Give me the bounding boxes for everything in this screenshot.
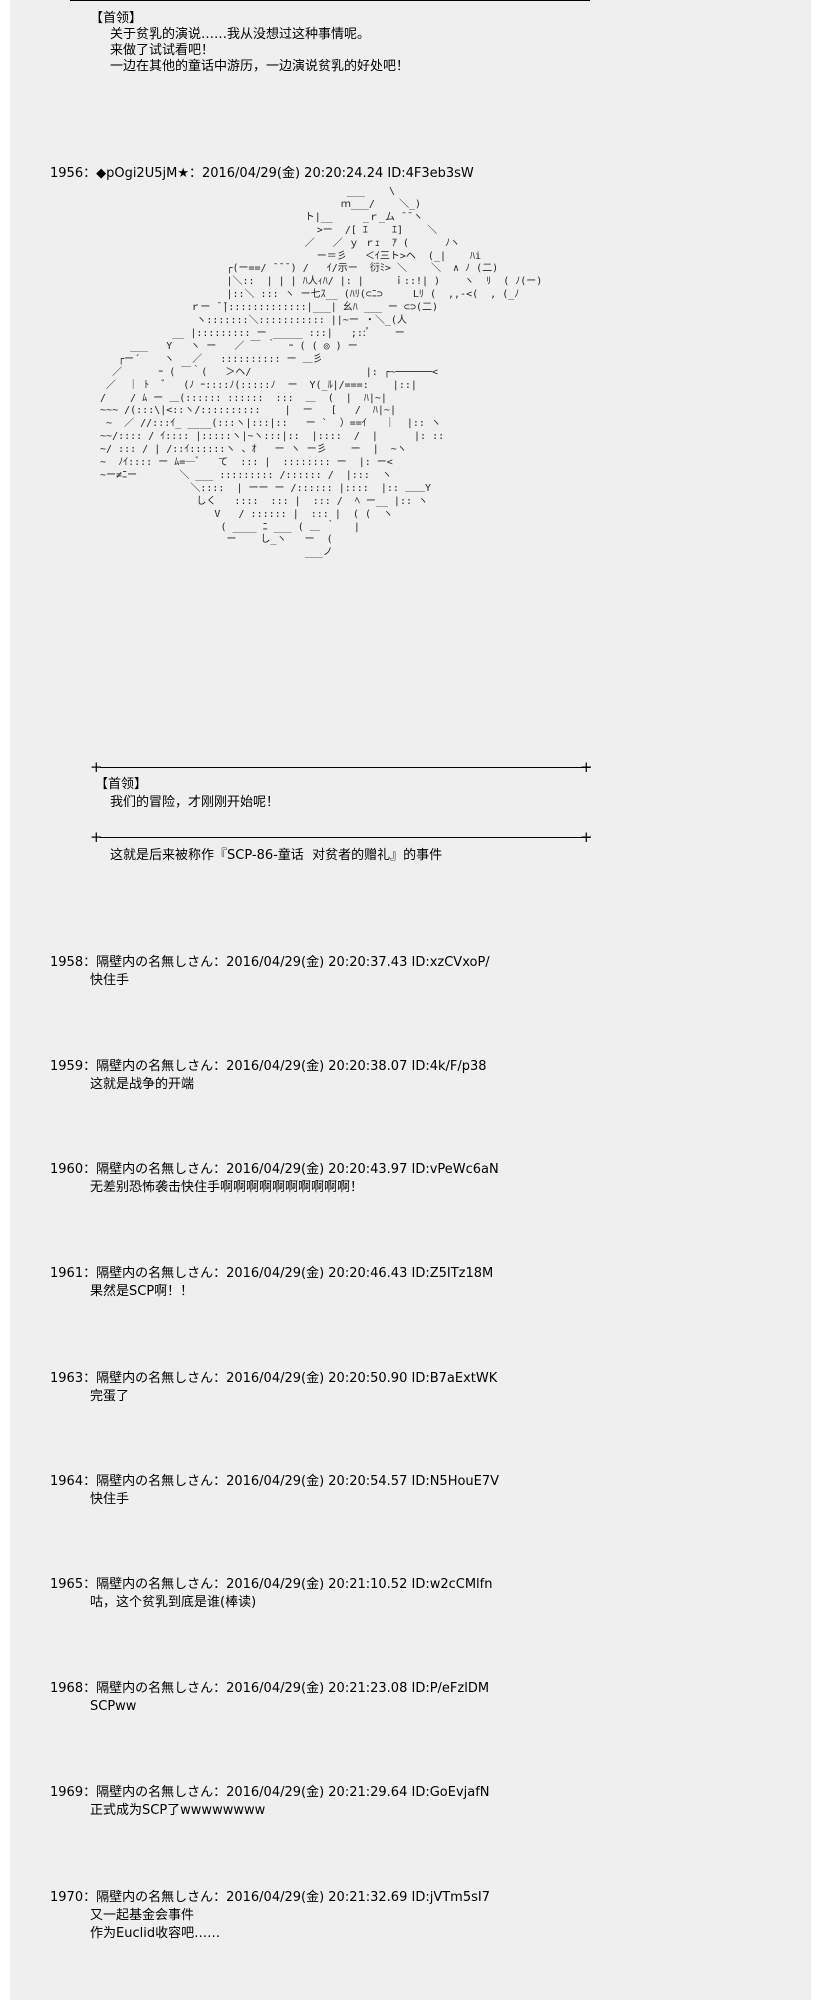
speaker-name: 【首领】	[95, 777, 148, 792]
post-header: 1964：隔壁内の名無しさん：2016/04/29(金) 20:20:54.57…	[50, 1474, 500, 1489]
post-header: 1969：隔壁内の名無しさん：2016/04/29(金) 20:21:29.64…	[50, 1785, 490, 1800]
rule-cross-right: +	[580, 758, 593, 776]
post-body: 完蛋了	[90, 1389, 130, 1404]
post-body: 快住手	[90, 1492, 130, 1507]
post-header: 1958：隔壁内の名無しさん：2016/04/29(金) 20:20:37.43…	[50, 955, 490, 970]
post-body: 果然是SCP啊！！	[90, 1284, 194, 1299]
post-body: 作为Euclid收容吧……	[90, 1926, 221, 1941]
rule-cross-right: +	[580, 828, 593, 846]
thread-page: 【首领】 关于贫乳的演说……我从没想过这种事情呢。 来做了试试看吧！ 一边在其他…	[10, 0, 811, 2000]
speech-line: 我们的冒险，才刚刚开始呢！	[110, 795, 280, 810]
post-body: 咕，这个贫乳到底是谁(棒读)	[90, 1595, 257, 1610]
post-body: 这就是战争的开端	[90, 1077, 195, 1092]
post-body: 无差别恐怖袭击快住手啊啊啊啊啊啊啊啊啊啊！	[90, 1180, 364, 1195]
speech-line: 来做了试试看吧！	[110, 43, 215, 58]
post-body: SCPww	[90, 1699, 137, 1714]
post-header: 1956：◆pOgi2U5jM★：2016/04/29(金) 20:20:24.…	[50, 166, 474, 181]
post-body: 正式成为SCP了wwwwwwww	[90, 1803, 266, 1818]
rule-cross-left: +	[90, 828, 103, 846]
post-header: 1965：隔壁内の名無しさん：2016/04/29(金) 20:21:10.52…	[50, 1577, 493, 1592]
post-header: 1968：隔壁内の名無しさん：2016/04/29(金) 20:21:23.08…	[50, 1681, 490, 1696]
post-header: 1960：隔壁内の名無しさん：2016/04/29(金) 20:20:43.97…	[50, 1162, 499, 1177]
post-header: 1970：隔壁内の名無しさん：2016/04/29(金) 20:21:32.69…	[50, 1890, 490, 1905]
rule-cross-left: +	[90, 758, 103, 776]
speech-line: 关于贫乳的演说……我从没想过这种事情呢。	[110, 27, 371, 42]
post-header: 1961：隔壁内の名無しさん：2016/04/29(金) 20:20:46.43…	[50, 1266, 494, 1281]
box-rule	[100, 837, 590, 838]
post-body: 又一起基金会事件	[90, 1908, 195, 1923]
box-rule	[100, 767, 590, 768]
post-header: 1963：隔壁内の名無しさん：2016/04/29(金) 20:20:50.90…	[50, 1371, 498, 1386]
post-body: 快住手	[90, 973, 130, 988]
post-header: 1959：隔壁内の名無しさん：2016/04/29(金) 20:20:38.07…	[50, 1059, 487, 1074]
narration-line: 这就是后来被称作『SCP-86-童话 对贫者的赠礼』的事件	[110, 848, 443, 863]
box-rule	[70, 0, 590, 1]
speech-line: 一边在其他的童话中游历，一边演说贫乳的好处吧！	[110, 59, 410, 74]
speaker-name: 【首领】	[90, 11, 143, 26]
ascii-art: ___ \ ｍ___/ ＼_) ト|__ _ｒ_ム ̄ ̄ ヽ >ー /[ ｴ …	[100, 186, 543, 559]
